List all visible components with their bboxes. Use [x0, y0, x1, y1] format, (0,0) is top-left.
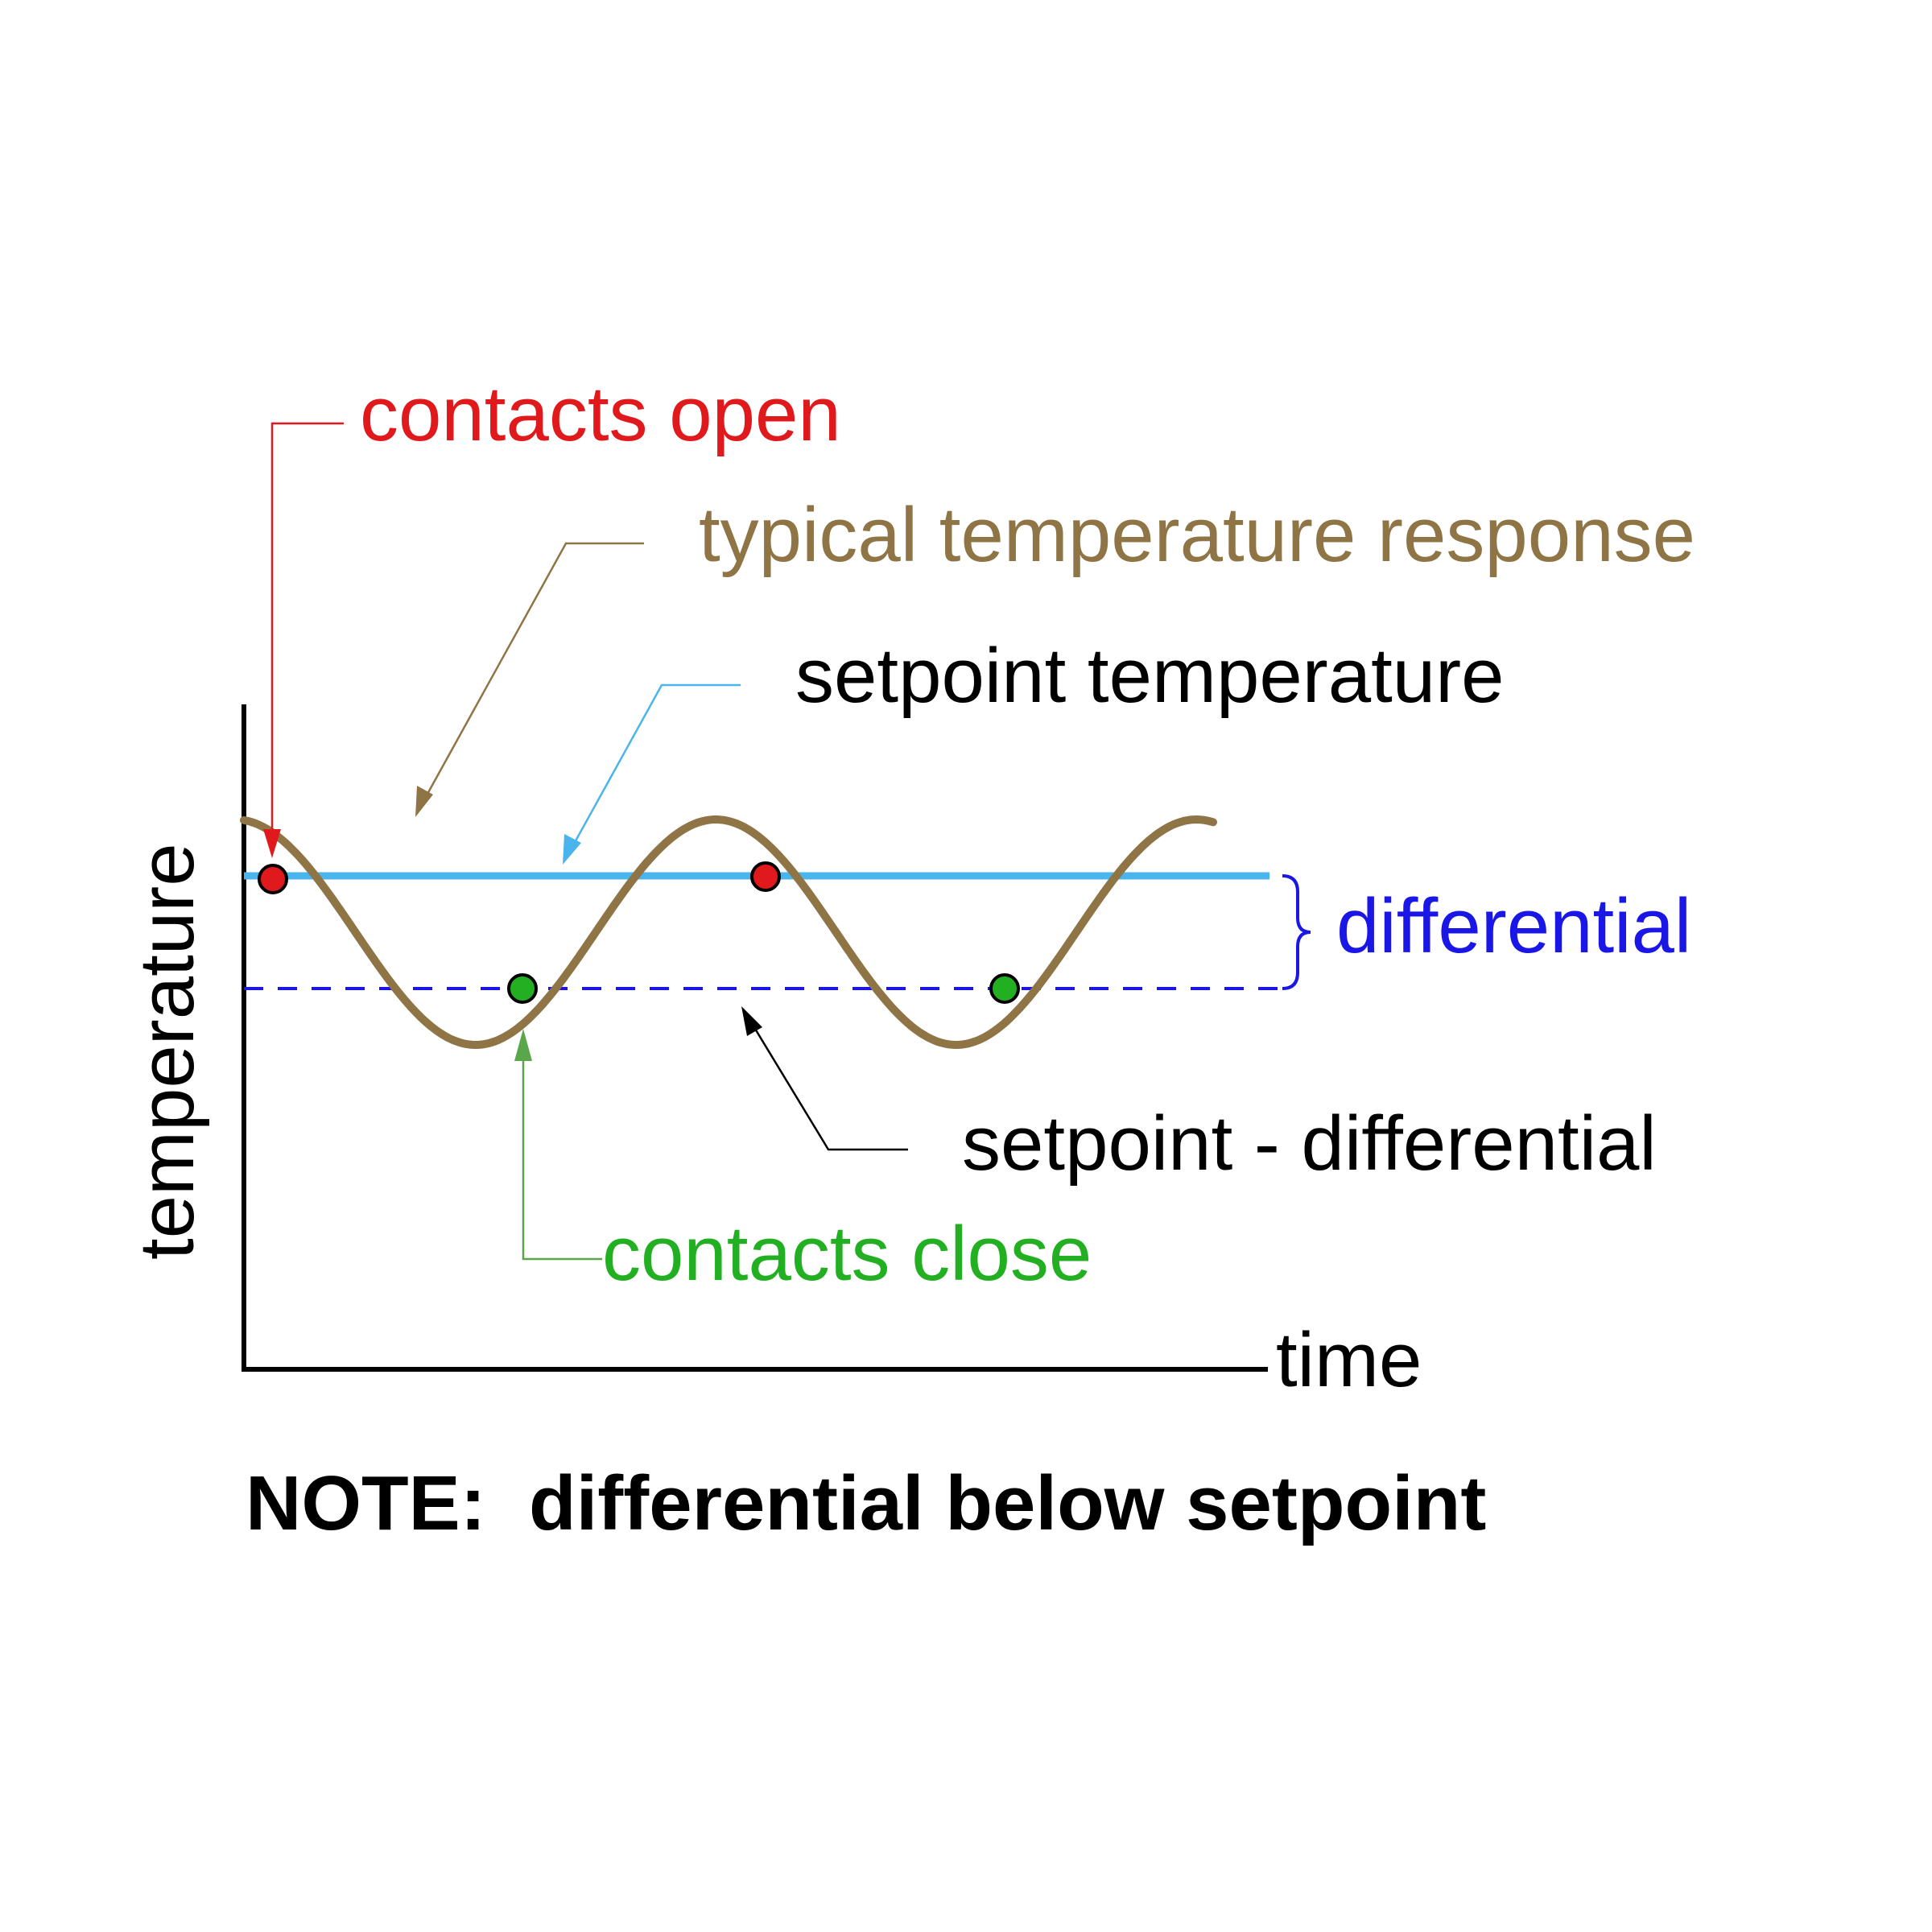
close-marker-1	[507, 973, 538, 1004]
typical-response-label: typical temperature response	[699, 492, 1695, 578]
open-marker-1	[258, 864, 288, 894]
open-marker-2	[750, 861, 781, 892]
contacts-open-leader	[270, 422, 344, 847]
typical-response-arrowhead	[415, 786, 433, 817]
setpoint-leader	[572, 683, 741, 846]
temperature-axis-label: temperature	[124, 843, 210, 1260]
setpoint-minus-differential-label: setpoint - differential	[962, 1100, 1657, 1187]
differential-label: differential	[1336, 883, 1691, 969]
contacts-close-arrowhead	[514, 1029, 532, 1061]
note-label: NOTE: differential below setpoint	[246, 1460, 1486, 1546]
contacts-close-leader	[522, 1046, 602, 1261]
time-axis-label: time	[1276, 1317, 1422, 1403]
setpoint-arrowhead	[563, 834, 581, 865]
contacts-open-arrowhead	[263, 829, 281, 858]
temperature-response-curve	[240, 815, 1217, 1050]
close-marker-2	[989, 973, 1020, 1004]
contacts-open-label: contacts open	[360, 371, 841, 457]
setpoint-differential-arrowhead	[741, 1006, 762, 1036]
setpoint-temperature-label: setpoint temperature	[795, 633, 1505, 719]
setpoint-differential-leader	[753, 1028, 908, 1151]
differential-brace-icon	[1282, 874, 1311, 990]
typical-response-leader	[425, 542, 644, 796]
contacts-close-label: contacts close	[602, 1211, 1092, 1297]
